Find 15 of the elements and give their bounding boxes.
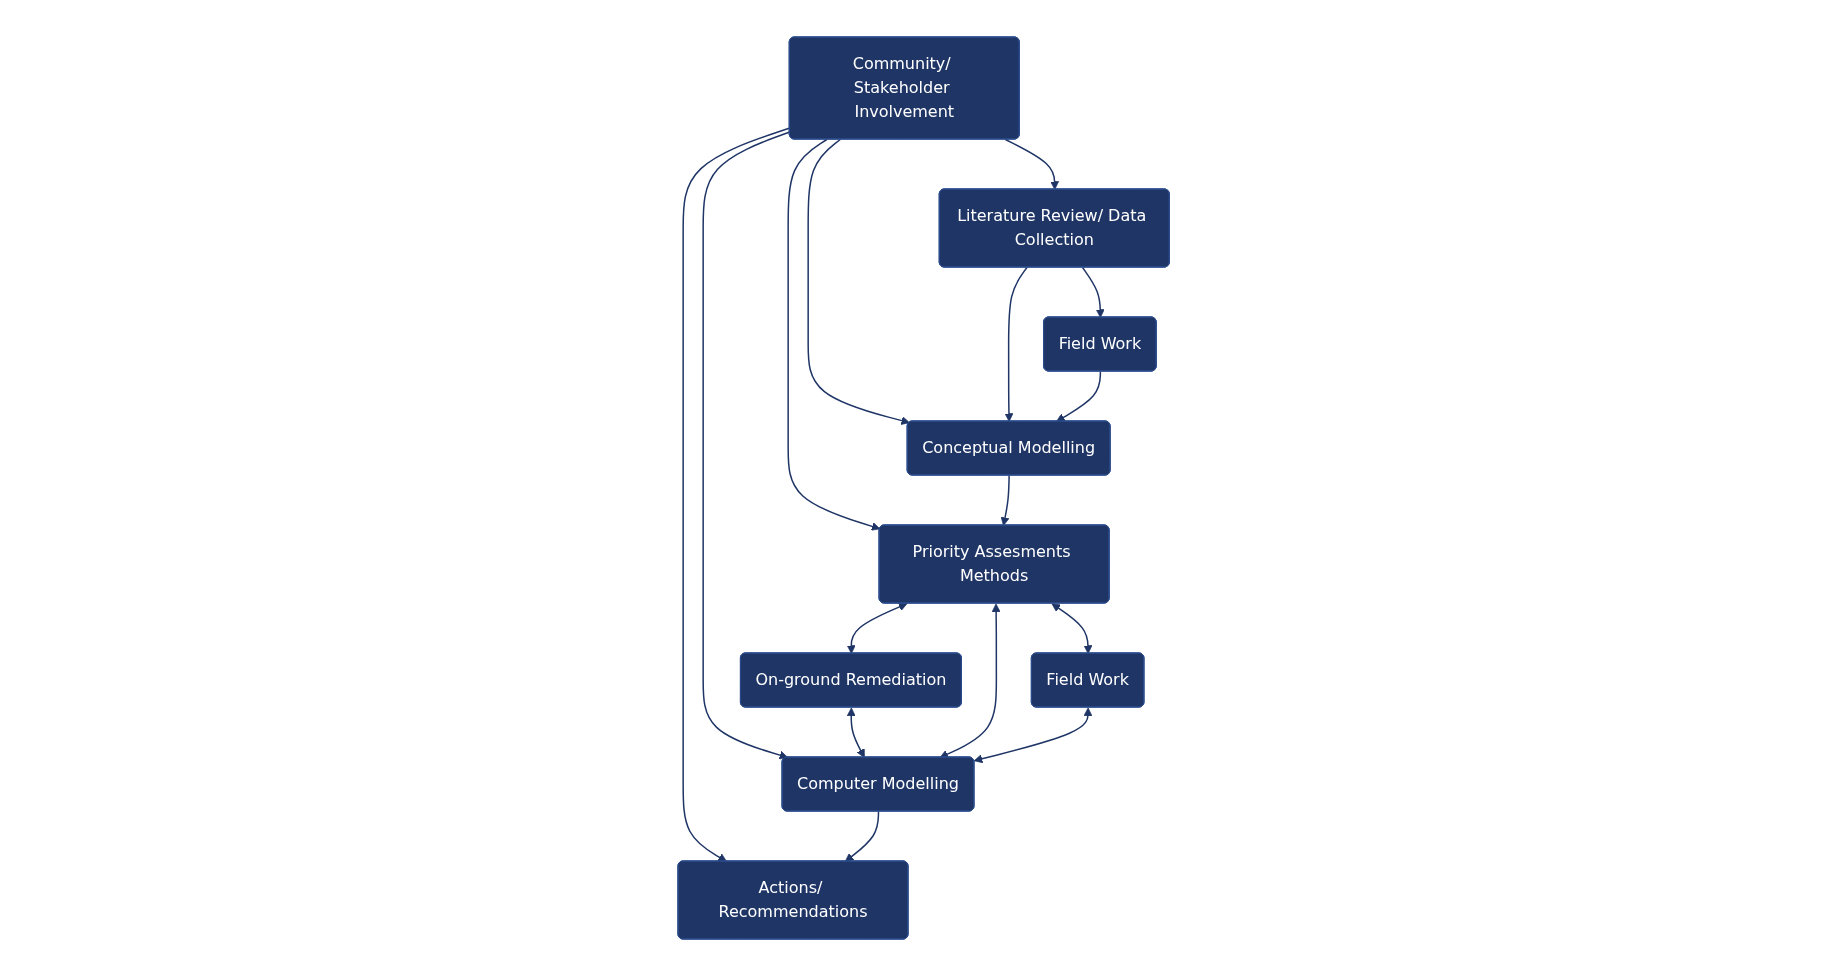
arrow [846,602,908,654]
arrow [1051,603,1093,654]
arrow [1056,370,1101,422]
arrow [939,603,1001,759]
arrow [1004,266,1028,422]
arrow [1000,474,1010,526]
arrow [844,810,880,862]
arrow [702,131,791,760]
arrow [846,707,865,758]
arrow [973,707,1093,764]
arrow [1004,138,1059,190]
arrow [1081,266,1105,318]
arrow [807,138,910,425]
arrow [787,138,881,531]
arrow [682,127,791,862]
